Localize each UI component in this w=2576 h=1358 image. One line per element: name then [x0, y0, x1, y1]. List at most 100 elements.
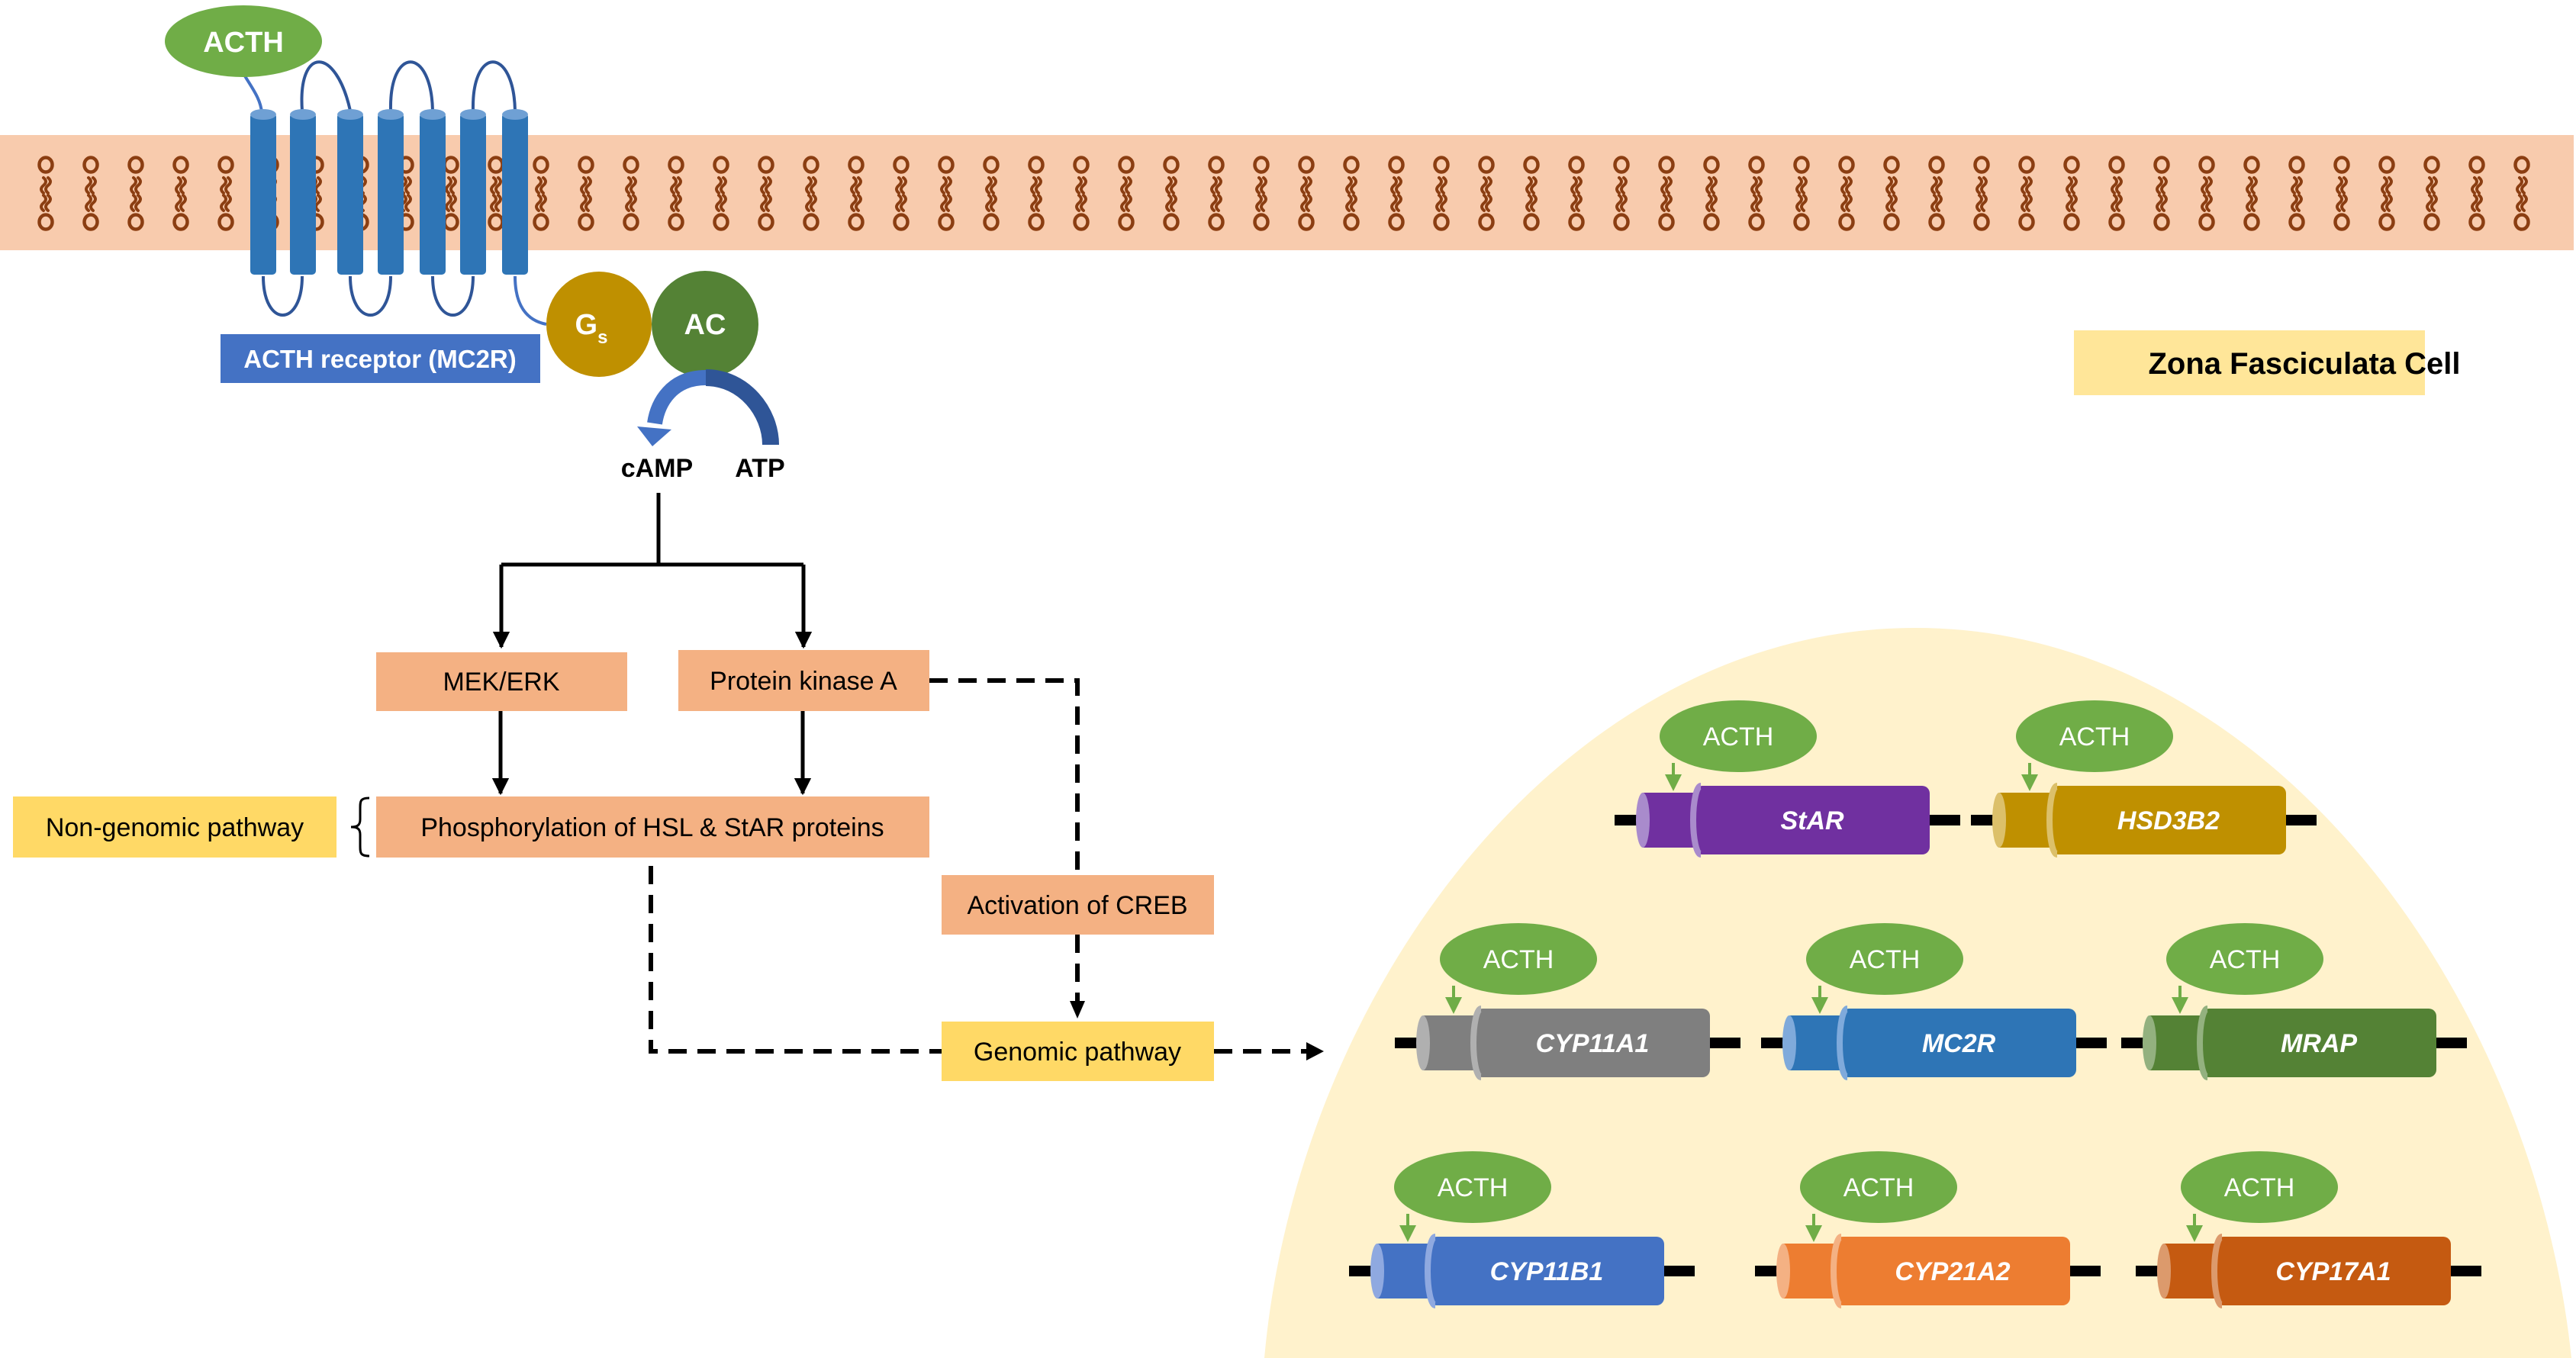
- lipid-head-top: [1388, 156, 1405, 174]
- pka-rect: [678, 650, 929, 711]
- lipid-head-bottom: [1118, 213, 1135, 231]
- mek-erk-box: MEK/ERK: [376, 652, 627, 711]
- lipid-tail-upper: [625, 176, 637, 195]
- lipid: [2198, 156, 2215, 231]
- ligand-tether: [243, 73, 263, 114]
- lipid: [893, 156, 910, 231]
- lipid-tail-upper: [1480, 176, 1492, 195]
- cell-type-title: Zona Fasciculata Cell: [2148, 347, 2460, 381]
- mek-erk-rect: [376, 652, 627, 711]
- lipid-head-top: [1523, 156, 1540, 174]
- lipid-tail-upper: [1525, 176, 1538, 195]
- adenylyl-cyclase: AC: [652, 271, 758, 378]
- lipid: [2063, 156, 2080, 231]
- lipid-tail-upper: [85, 176, 97, 195]
- lipid-tail-upper: [1570, 176, 1583, 195]
- lipid-head-bottom: [2288, 213, 2305, 231]
- lipid-head-top: [172, 156, 189, 174]
- receptor-loops: [243, 60, 547, 326]
- lipid-head-bottom: [2243, 213, 2260, 231]
- acth-regulator-ellipse: [1800, 1151, 1957, 1223]
- lipid: [533, 156, 549, 231]
- lipid-tail-lower: [1480, 194, 1492, 212]
- lipid-head-top: [623, 156, 639, 174]
- lipid-tail-lower: [1120, 194, 1132, 212]
- lipid-head-bottom: [1883, 213, 1900, 231]
- lipid-head-bottom: [1838, 213, 1855, 231]
- lipid-head-bottom: [1253, 213, 1270, 231]
- icl-loop-1: [262, 275, 304, 317]
- lipid-tail-lower: [2021, 194, 2033, 212]
- lipid: [623, 156, 639, 231]
- lipid-head-top: [1838, 156, 1855, 174]
- transmembrane-helix: [337, 109, 363, 275]
- lipid-head-bottom: [983, 213, 1000, 231]
- lipid-bilayer: [37, 156, 2530, 231]
- acth-regulator-label: ACTH: [1703, 722, 1774, 751]
- lipid-head-top: [668, 156, 684, 174]
- gs-tether: [514, 275, 547, 326]
- lipid-tail-lower: [805, 194, 817, 212]
- genomic-rect: [942, 1022, 1214, 1081]
- helix-body: [460, 113, 486, 275]
- helix-cap: [290, 109, 316, 120]
- lipid-head-bottom: [172, 213, 189, 231]
- acth-regulator-ellipse: [1440, 923, 1597, 995]
- lipid-head-bottom: [2423, 213, 2440, 231]
- transmembrane-helices: [250, 109, 528, 275]
- promoter-end-cap: [1992, 793, 2006, 848]
- lipid: [1748, 156, 1765, 231]
- lipid: [127, 156, 144, 231]
- lipid-head-bottom: [2018, 213, 2035, 231]
- lipid-tail-upper: [1435, 176, 1447, 195]
- lipid-head-bottom: [893, 213, 910, 231]
- gene-coding-region: [1429, 1237, 1664, 1305]
- lipid-head-top: [82, 156, 99, 174]
- coding-end-cap: [1425, 1234, 1437, 1308]
- lipid-tail-upper: [1660, 176, 1673, 195]
- phosphorylation-label: Phosphorylation of HSL & StAR proteins: [420, 813, 884, 842]
- lipid-head-top: [848, 156, 865, 174]
- regulation-arrowhead-icon: [1805, 1225, 1822, 1242]
- coding-end-cap: [1470, 1006, 1483, 1080]
- lipid-tail-lower: [445, 194, 457, 212]
- lipid-tail-upper: [1030, 176, 1042, 195]
- gs-label-main: G: [575, 309, 598, 341]
- lipid-head-top: [2108, 156, 2125, 174]
- helix-cap: [250, 109, 276, 120]
- acth-ligand-ellipse: [165, 5, 322, 77]
- lipid-tail-lower: [1075, 194, 1087, 212]
- lipid: [1118, 156, 1135, 231]
- lipid: [1568, 156, 1585, 231]
- lipid: [217, 156, 234, 231]
- lipid-tail-upper: [2201, 176, 2213, 195]
- lipid-head-bottom: [2378, 213, 2395, 231]
- lipid-tail-upper: [760, 176, 772, 195]
- helix-body: [290, 113, 316, 275]
- lipid-tail-lower: [2111, 194, 2123, 212]
- dna-strand-right: [2433, 1038, 2467, 1048]
- non-genomic-rect: [13, 796, 336, 858]
- atp-arc: [705, 369, 779, 446]
- lipid: [2513, 156, 2530, 231]
- lipid-head-top: [2288, 156, 2305, 174]
- lipid: [2153, 156, 2170, 231]
- helix-cap: [502, 109, 528, 120]
- gene-coding-region: [1695, 786, 1930, 854]
- lipid-tail-upper: [175, 176, 187, 195]
- dashed-connectors: [649, 678, 1309, 1054]
- lipid-head-top: [1883, 156, 1900, 174]
- lipid-head-top: [2378, 156, 2395, 174]
- lipid-head-bottom: [938, 213, 955, 231]
- lipid-head-top: [533, 156, 549, 174]
- lipid: [2468, 156, 2485, 231]
- acth-ligand: ACTH: [165, 5, 322, 77]
- lipid: [1478, 156, 1495, 231]
- lipid-head-bottom: [803, 213, 819, 231]
- coding-end-cap: [2211, 1234, 2223, 1308]
- lipid-head-top: [1208, 156, 1225, 174]
- lipid-tail-upper: [1075, 176, 1087, 195]
